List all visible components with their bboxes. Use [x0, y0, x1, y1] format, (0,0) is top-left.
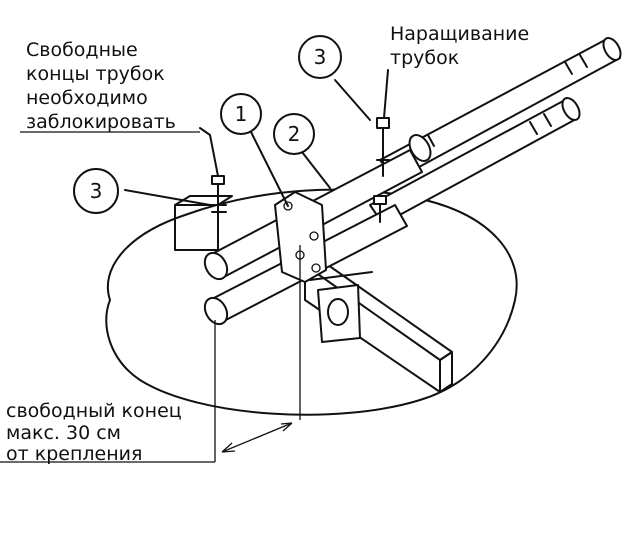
- long-tube-lower: [369, 97, 581, 225]
- label-extension: Наращивание трубок: [390, 23, 529, 69]
- label-free-ends-line1: Свободные: [26, 39, 138, 61]
- extension-tube: [379, 37, 622, 181]
- label-free-ends-line2: концы трубок: [26, 63, 165, 85]
- label-free-ends-line4: заблокировать: [26, 111, 176, 133]
- callout-1-number: 1: [235, 102, 248, 126]
- label-extension-line1: Наращивание: [390, 23, 529, 45]
- leader-free-ends: [199, 127, 219, 177]
- leader-callout-2: [301, 151, 331, 189]
- bolt-middle: [373, 195, 387, 223]
- label-free-ends-line3: необходимо: [26, 87, 148, 109]
- label-extension-line2: трубок: [390, 47, 459, 69]
- leader-callout-3-left: [124, 189, 211, 206]
- label-free-end-line3: от крепления: [6, 443, 142, 465]
- label-free-end-line2: макс. 30 см: [6, 422, 121, 444]
- callout-1: 1: [220, 93, 262, 135]
- callout-3-right-number: 3: [314, 45, 327, 69]
- leader-callout-1: [249, 129, 289, 207]
- bolt-left: [211, 175, 227, 246]
- leader-callout-3-right: [334, 79, 371, 121]
- callout-2: 2: [273, 113, 315, 155]
- callout-3-right: 3: [298, 35, 342, 79]
- label-free-ends: Свободные концы трубок необходимо заблок…: [20, 39, 200, 133]
- free-end-dimension: [0, 245, 301, 463]
- label-free-end-line1: свободный конец: [6, 400, 182, 422]
- callout-3-left-number: 3: [90, 179, 103, 203]
- base-plate-outline: [105, 188, 518, 416]
- mounting-plate: [274, 191, 327, 283]
- callout-3-left: 3: [73, 168, 119, 214]
- leader-extension: [383, 69, 389, 119]
- clamp-bracket: [309, 271, 373, 343]
- label-free-end: свободный конец макс. 30 см от крепления: [6, 400, 182, 465]
- callout-2-number: 2: [288, 122, 301, 146]
